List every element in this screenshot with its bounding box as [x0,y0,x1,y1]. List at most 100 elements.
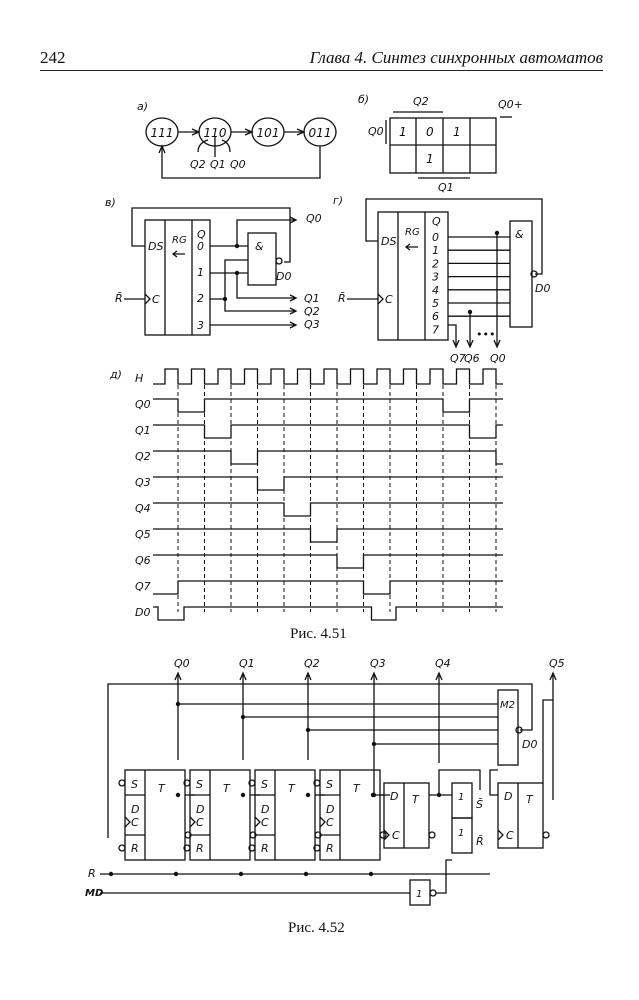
register-4bit: в) DS RG Q 0 1 2 3 R̄ C & D0 Q0 Q1 Q2 Q3 [105,196,322,336]
k-cell: 0 [426,125,434,139]
t-label: T [158,782,166,795]
t-label: T [526,793,534,806]
output-num: 1 [197,266,204,279]
and-gate: & [515,228,524,241]
state-label: 111 [151,126,174,140]
c-label: C [392,829,400,842]
output-label: Q5 [549,657,565,670]
r-label: R [196,842,204,855]
bit-label-q1: Q1 [210,158,226,171]
output-num: 1 [432,244,439,257]
signal-label: D0 [135,606,150,619]
wave-q6 [153,554,503,569]
k-left-label: Q0 [368,125,384,138]
running-title: Глава 4. Синтез синхронных автоматов [309,48,603,67]
signal-label: Q6 [464,352,480,365]
output-label: Q3 [370,657,386,670]
or-label: 1 [458,792,464,803]
output-label: Q0 [174,657,190,670]
output-num: 2 [432,257,439,270]
d-label: D [196,803,204,816]
signal-label: Q5 [135,528,151,541]
or-label: 1 [458,828,464,839]
output-arrow [435,671,443,763]
signal-label: Q0 [306,212,322,225]
clock-label: R̄ [115,292,123,305]
ds-label: DS [148,240,163,253]
signal-label: Q1 [304,292,320,305]
d0-label: D0 [522,738,537,751]
output-num: 3 [197,319,204,332]
k-bottom-label: Q1 [438,181,454,194]
caption-4-52: Рис. 4.52 [288,920,345,936]
c-label: C [385,293,393,306]
t-label: T [353,782,361,795]
sr-trigger [254,769,316,861]
part-v-label: в) [105,196,116,209]
r-label: R [326,842,334,855]
signal-label: Q3 [304,318,320,331]
signal-label: Q7 [135,580,151,593]
output-num: 6 [432,310,439,323]
wave-q0 [153,398,503,413]
r-label: R [131,842,139,855]
and-gate: & [255,240,264,253]
q-header: Q [432,215,441,228]
state-label: 011 [309,126,332,140]
set-label: S̄ [476,798,483,811]
part-g-label: г) [333,194,343,207]
d0-label: D0 [535,282,550,295]
signal-label: Q3 [135,476,151,489]
c-label: C [196,816,204,829]
state-graph: а) 111 110 101 011 Q2 Q1 Q0 [137,100,337,179]
r-input-label: R [88,867,96,880]
c-label: C [506,829,514,842]
md-input-label: МD [85,888,103,899]
output-num: 2 [197,292,204,305]
signal-label: Q1 [135,424,151,437]
d-label: D [131,803,139,816]
wave-q1 [153,424,503,439]
signal-label: Q7 [450,352,466,365]
k-corner-label: Q0+ [498,98,523,111]
page-number: 242 [40,48,66,67]
wave-clock [153,368,503,385]
output-num: 5 [432,297,439,310]
output-num: 4 [432,284,439,297]
output-arrow [174,671,182,760]
wave-q4 [153,502,503,517]
k-cell: 1 [426,152,434,166]
or-gate-r [451,817,473,854]
bit-label-q2: Q2 [190,158,206,171]
output-label: Q1 [239,657,255,670]
wave-q3 [153,476,503,491]
signal-label: Q0 [135,398,151,411]
arrow-return [158,144,321,179]
q-header: Q [197,228,206,241]
wave-q7 [153,580,503,595]
ellipsis: ••• [476,328,495,341]
d-trigger-1 [383,782,430,849]
signal-label: Q4 [135,502,151,515]
s-label: S [131,778,138,791]
signal-label: Q0 [490,352,506,365]
r-label: R [261,842,269,855]
part-a-label: а) [137,100,148,113]
d-trigger-2 [497,782,544,849]
reset-label: R̄ [476,835,484,848]
feedback-wire [107,683,533,838]
page-header: 242 Глава 4. Синтез синхронных автоматов [40,48,603,71]
bit-leaders [197,136,231,157]
wave-q2 [153,450,503,465]
state-label: 101 [257,126,280,140]
bit-label-q0: Q0 [230,158,246,171]
arrow [284,128,306,136]
d0-label: D0 [276,270,291,283]
output-label: Q2 [304,657,320,670]
xor-label: M2 [500,700,515,711]
or-label: 1 [416,889,422,900]
